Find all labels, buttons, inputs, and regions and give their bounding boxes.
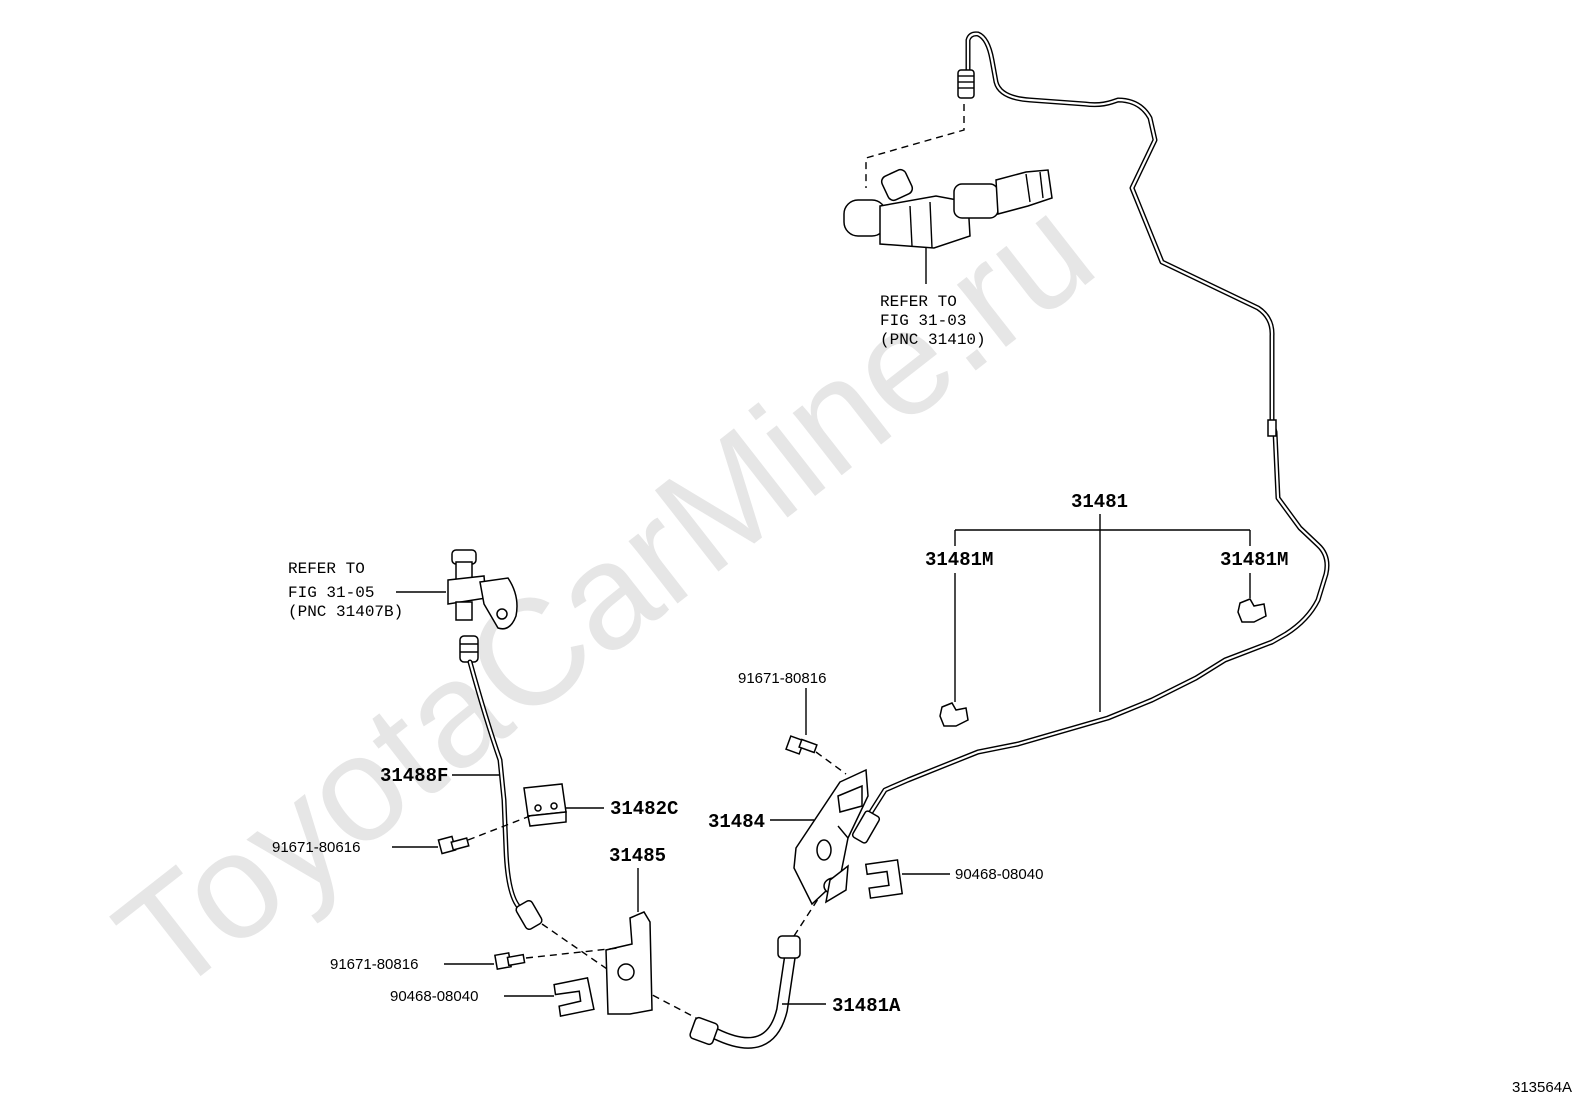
part-number-31481m-right: 31481M — [1220, 549, 1288, 571]
release-cylinder — [447, 549, 518, 630]
part-number-31481: 31481 — [1071, 491, 1128, 513]
pipe-31488f — [459, 635, 701, 1021]
release-cylinder-ref: REFER TO FIG 31-05 (PNC 31407B) — [288, 560, 403, 621]
master-cylinder — [843, 104, 1053, 284]
part-number-91671-80816-upper: 91671-80816 — [738, 670, 826, 687]
label-tree-31481: 31481 31481M 31481M — [925, 491, 1288, 712]
bracket-31485 — [605, 911, 653, 1015]
part-number-31481m-left: 31481M — [925, 549, 993, 571]
bolt-upper — [785, 735, 847, 775]
part-number-31485: 31485 — [609, 845, 666, 867]
bracket-31484 — [793, 768, 869, 906]
watermark-text: ToyotaCarMine.ru — [86, 164, 1122, 1025]
ref-line-2: FIG 31-03 — [880, 312, 966, 330]
ref-line-3: (PNC 31410) — [880, 331, 986, 349]
pipe-flare-nut-top — [957, 69, 975, 99]
ref-line-1: REFER TO — [880, 293, 957, 311]
ref-line-1: REFER TO — [288, 560, 365, 578]
bolt-lower — [494, 947, 619, 970]
bracket-31482c — [523, 783, 567, 827]
pipe-joint — [1267, 419, 1277, 437]
clip-right — [864, 859, 904, 899]
part-number-91671-80616: 91671-80616 — [272, 839, 360, 856]
part-number-31481a: 31481A — [832, 995, 901, 1017]
part-number-90468-08040-right: 90468-08040 — [955, 866, 1043, 883]
pipe-flare-nut-bottom — [851, 810, 881, 844]
bolt-left — [437, 815, 531, 855]
part-number-31484: 31484 — [708, 811, 765, 833]
pipe-clamp-right — [1237, 598, 1267, 623]
ref-line-3: (PNC 31407B) — [288, 603, 403, 621]
clip-left — [553, 977, 595, 1017]
pipe-clamp-left — [939, 702, 969, 727]
part-number-91671-80816-lower: 91671-80816 — [330, 956, 418, 973]
hose-31481a — [689, 895, 821, 1049]
part-number-31482c: 31482C — [610, 798, 678, 820]
figure-code: 313564A — [1512, 1079, 1572, 1096]
ref-line-2: FIG 31-05 — [288, 584, 374, 602]
master-cylinder-ref: REFER TO FIG 31-03 (PNC 31410) — [880, 293, 986, 349]
clutch-pipe-31481 — [851, 31, 1330, 844]
part-number-90468-08040-left: 90468-08040 — [390, 988, 478, 1005]
watermark: ToyotaCarMine.ru — [86, 164, 1122, 1025]
part-number-31488f: 31488F — [380, 765, 448, 787]
